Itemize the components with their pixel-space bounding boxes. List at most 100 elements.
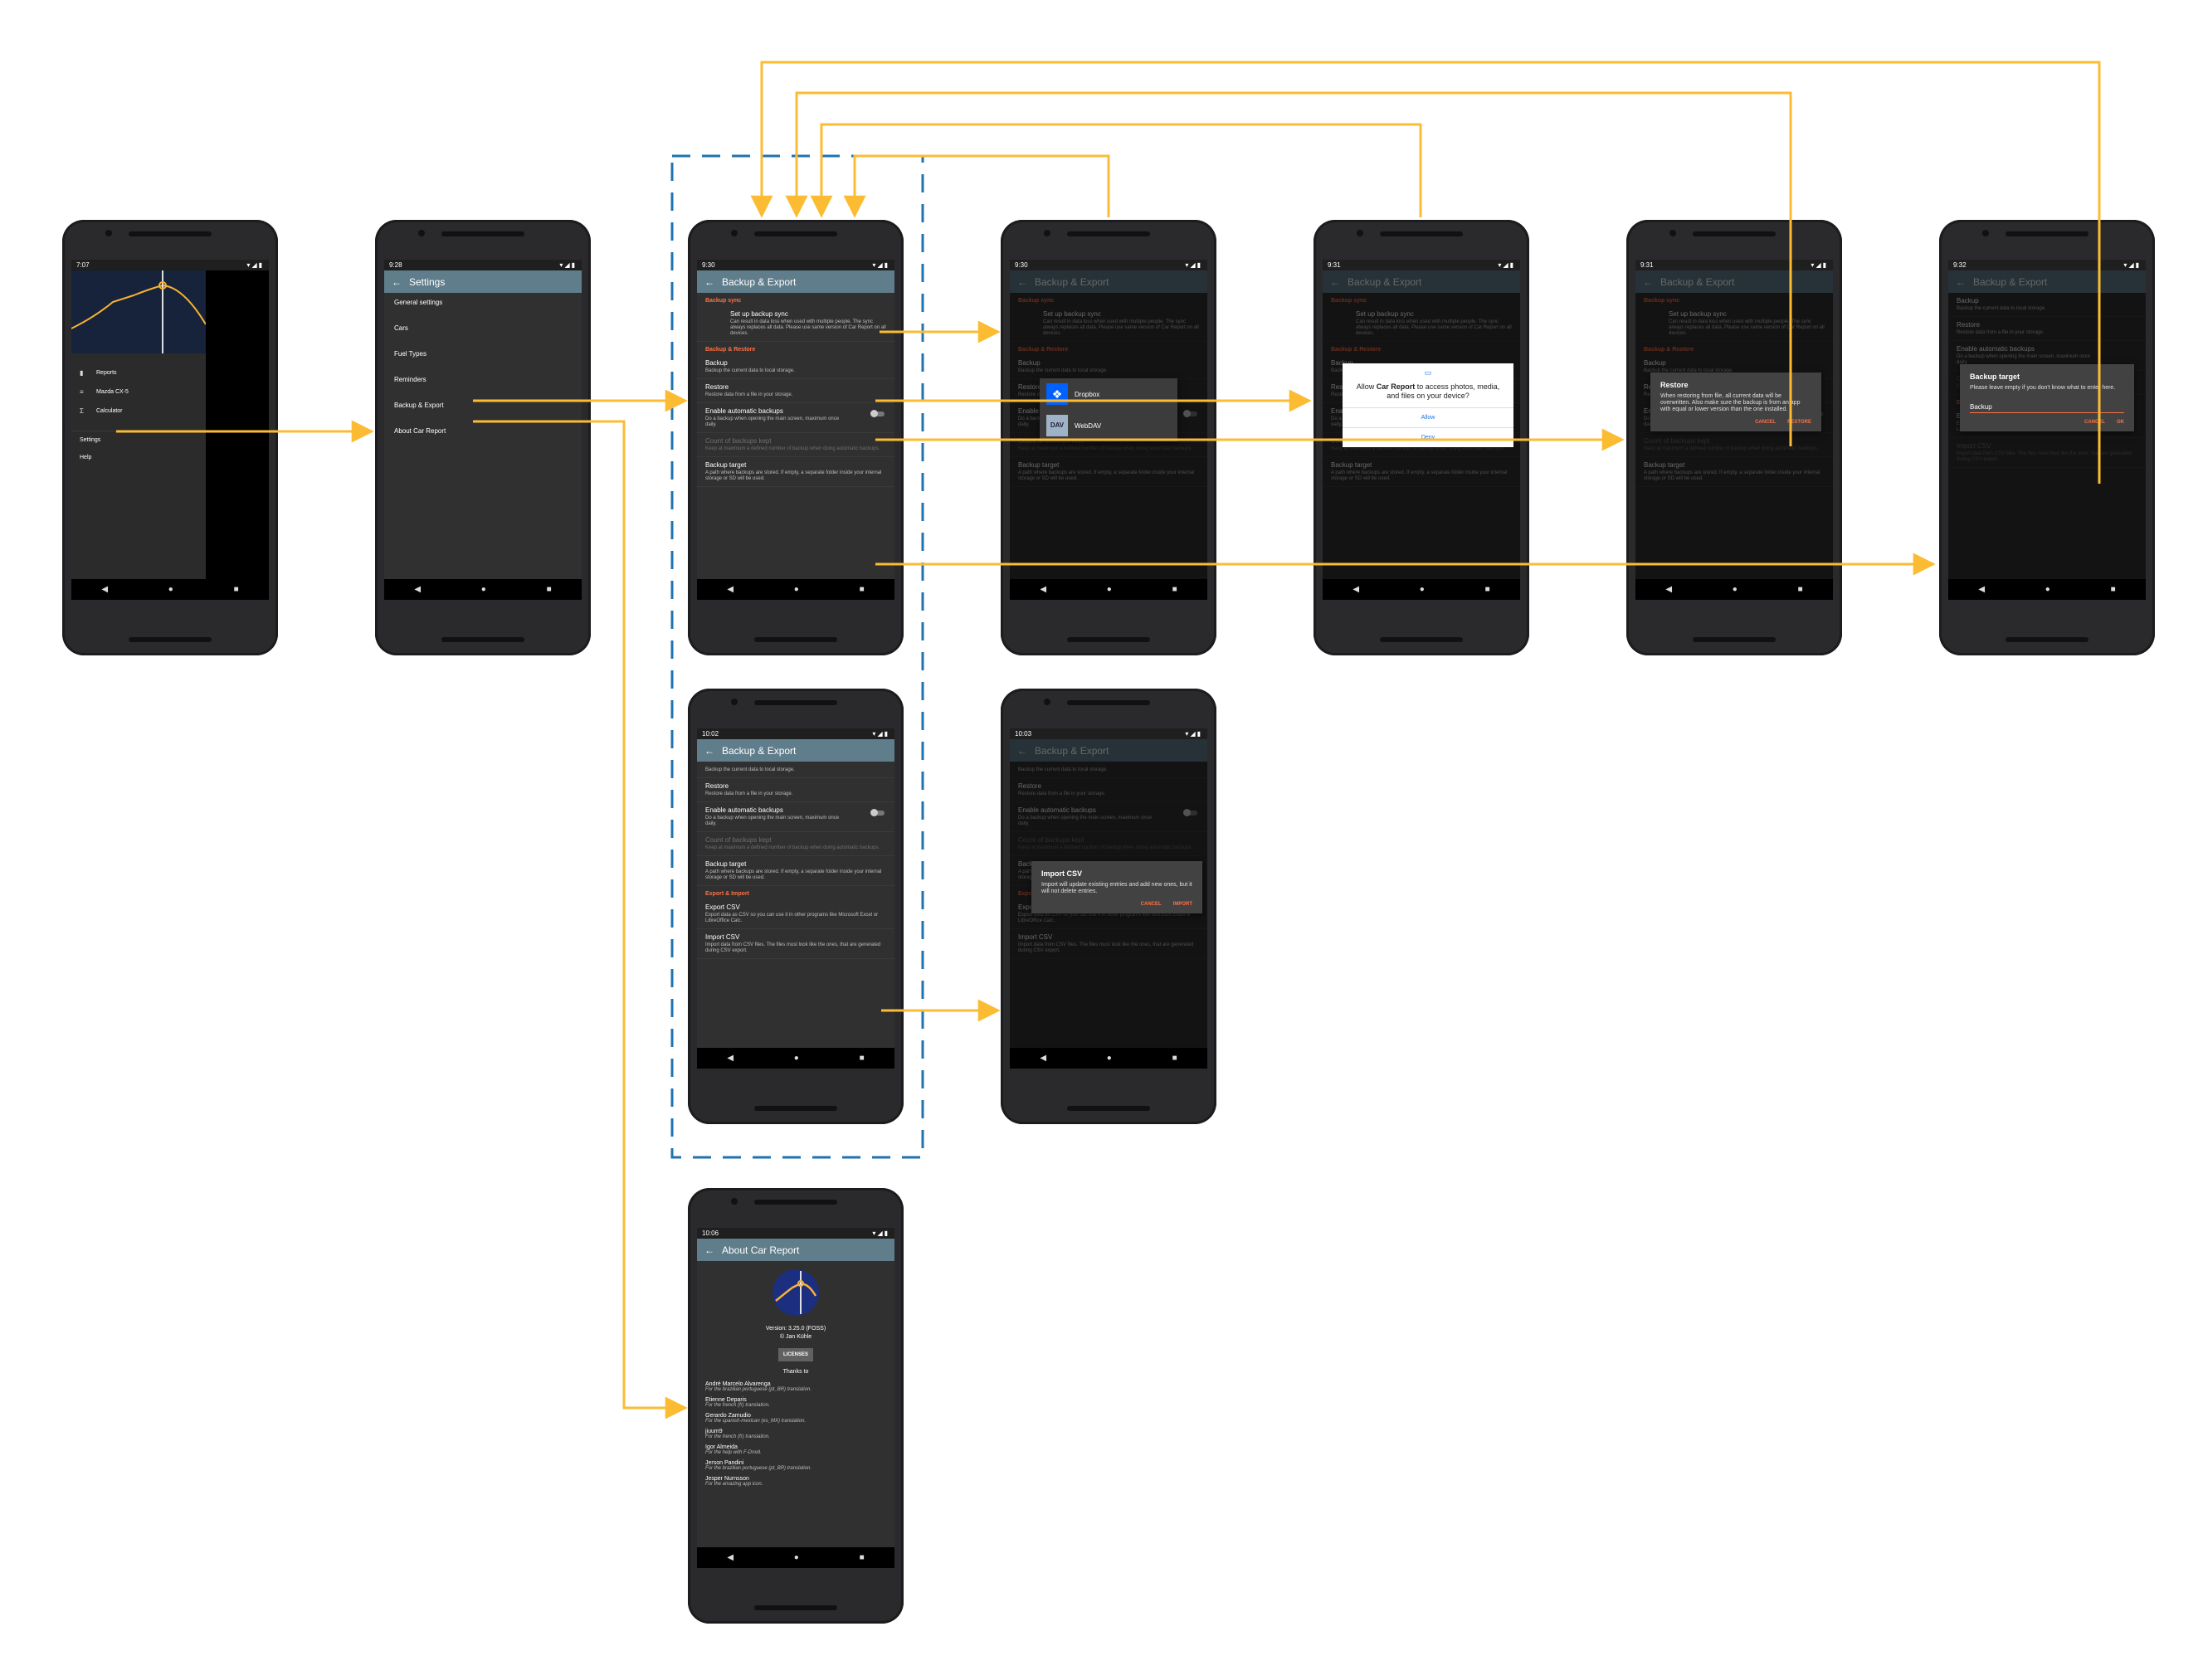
page-title: About Car Report	[722, 1244, 800, 1256]
phone-about: 10:06▾◢▮ ←About Car Report Version: 3.25…	[688, 1188, 904, 1624]
nav-recents-icon[interactable]: ■	[546, 585, 552, 594]
phone-sync-chooser: 9:30▾◢▮ ←Backup & Export Backup sync Set…	[1001, 220, 1216, 655]
nav-home-icon[interactable]: ●	[1106, 1054, 1112, 1063]
deny-button[interactable]: Deny	[1343, 427, 1513, 447]
app-bar: ←Backup & Export	[697, 739, 894, 762]
cancel-button[interactable]: CANCEL	[1755, 420, 1777, 425]
nav-back-icon[interactable]: ◀	[1665, 585, 1673, 594]
nav-recents-icon[interactable]: ■	[1797, 585, 1803, 594]
nav-home-icon[interactable]: ●	[793, 1553, 799, 1562]
cancel-button[interactable]: CANCEL	[2084, 420, 2105, 425]
drawer-item-label: Help	[80, 455, 92, 460]
preferences-list: Backup the current data to local storage…	[697, 762, 894, 959]
phone-speaker	[754, 1605, 837, 1610]
settings-item-fuel-types[interactable]: Fuel Types	[394, 350, 426, 358]
phone-speaker	[129, 637, 212, 642]
cancel-button[interactable]: CANCEL	[1140, 902, 1162, 907]
person-contribution: For the french (fr) translation.	[705, 1434, 770, 1439]
nav-home-icon[interactable]: ●	[2045, 585, 2050, 594]
nav-home-icon[interactable]: ●	[793, 585, 799, 594]
phone-speaker	[1067, 637, 1150, 642]
nav-recents-icon[interactable]: ■	[2110, 585, 2116, 594]
settings-item-general[interactable]: General settings	[394, 299, 443, 306]
settings-item-about[interactable]: About Car Report	[394, 427, 446, 435]
settings-item-reminders[interactable]: Reminders	[394, 376, 426, 383]
back-arrow-icon[interactable]: ←	[392, 275, 402, 288]
drawer-item-label: Calculator	[96, 408, 123, 414]
nav-back-icon[interactable]: ◀	[1978, 585, 1986, 594]
import-button[interactable]: IMPORT	[1172, 902, 1192, 907]
phone-speaker	[1693, 231, 1776, 236]
nav-home-icon[interactable]: ●	[793, 1054, 799, 1063]
person-name: André Marcelo Alvarenga	[705, 1381, 771, 1387]
licenses-button[interactable]: LICENSES	[777, 1348, 813, 1361]
ok-button[interactable]: OK	[2117, 420, 2124, 425]
nav-recents-icon[interactable]: ■	[233, 585, 239, 594]
backup-target-input[interactable]: Backup	[1970, 403, 2124, 413]
nav-recents-icon[interactable]: ■	[859, 1054, 865, 1063]
nav-home-icon[interactable]: ●	[480, 585, 486, 594]
back-arrow-icon[interactable]: ←	[704, 1244, 714, 1256]
person-name: Jesper Nurnsson	[705, 1476, 749, 1482]
nav-recents-icon[interactable]: ■	[1172, 585, 1177, 594]
navigation-bar: ◀ ● ■	[1323, 579, 1520, 600]
pref-summary: Restore data from a file in your storage…	[705, 791, 793, 796]
nav-home-icon[interactable]: ●	[168, 585, 173, 594]
phone-speaker	[1380, 231, 1463, 236]
phone-speaker	[754, 637, 837, 642]
settings-item-cars[interactable]: Cars	[394, 324, 408, 332]
nav-back-icon[interactable]: ◀	[727, 585, 734, 594]
nav-back-icon[interactable]: ◀	[727, 1553, 734, 1562]
nav-recents-icon[interactable]: ■	[859, 585, 865, 594]
nav-back-icon[interactable]: ◀	[414, 585, 422, 594]
nav-recents-icon[interactable]: ■	[859, 1553, 865, 1562]
nav-home-icon[interactable]: ●	[1106, 585, 1112, 594]
nav-back-icon[interactable]: ◀	[727, 1054, 734, 1063]
drawer-item-label: Reports	[96, 370, 117, 376]
auto-backup-toggle[interactable]	[870, 410, 885, 417]
pref-summary: Export data as CSV so you can use it in …	[705, 913, 879, 923]
sigma-icon: Σ	[80, 407, 84, 415]
drawer-item-help[interactable]: Help	[71, 449, 206, 466]
nav-home-icon[interactable]: ●	[1419, 585, 1425, 594]
page-title: Backup & Export	[722, 275, 797, 288]
nav-back-icon[interactable]: ◀	[1040, 1054, 1047, 1063]
about-content: Version: 3.25.0 (FOSS) © Jan Kühle LICEN…	[697, 1261, 894, 1487]
back-arrow-icon[interactable]: ←	[704, 744, 714, 757]
nav-home-icon[interactable]: ●	[1732, 585, 1738, 594]
settings-item-backup-export[interactable]: Backup & Export	[394, 402, 444, 409]
allow-button[interactable]: Allow	[1343, 407, 1513, 427]
auto-backup-toggle[interactable]	[870, 809, 885, 816]
chooser-option-dropbox[interactable]: ❖Dropbox	[1040, 378, 1177, 410]
nav-recents-icon[interactable]: ■	[1484, 585, 1490, 594]
drawer-item-calculator[interactable]: Σ Calculator	[71, 402, 206, 421]
pref-summary: Keep at maximum a defined number of back…	[705, 446, 880, 451]
status-icons: ▾◢▮	[246, 261, 264, 269]
nav-back-icon[interactable]: ◀	[1040, 585, 1047, 594]
drawer-item-reports[interactable]: ▮Reports	[71, 363, 206, 382]
nav-back-icon[interactable]: ◀	[1353, 585, 1360, 594]
drawer-item-car[interactable]: ≡Mazda CX-5	[71, 382, 206, 402]
nav-recents-icon[interactable]: ■	[1172, 1054, 1177, 1063]
import-csv-dialog: Import CSV Import will update existing e…	[1031, 861, 1202, 913]
nav-back-icon[interactable]: ◀	[101, 585, 109, 594]
back-arrow-icon[interactable]: ←	[704, 275, 714, 288]
drawer-item-settings[interactable]: Settings	[71, 431, 206, 449]
folder-icon: ▭	[1424, 368, 1432, 377]
phone-camera	[731, 230, 738, 236]
status-icons: ▾◢▮	[872, 730, 889, 738]
pref-backup-summary-only[interactable]: Backup the current data to local storage…	[697, 762, 894, 778]
restore-button[interactable]: RESTORE	[1787, 420, 1811, 425]
